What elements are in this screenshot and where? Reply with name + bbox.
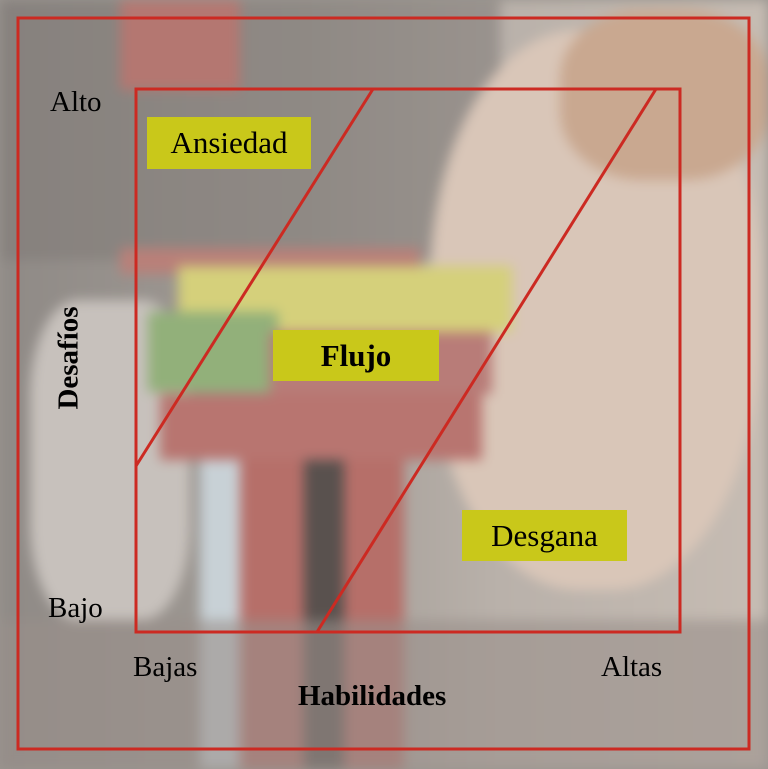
outer-frame [16,16,751,751]
y-axis-high-label: Alto [50,86,102,118]
x-axis-title: Habilidades [298,680,447,712]
boredom-label: Desgana [462,510,627,561]
x-axis-low-label: Bajas [133,651,198,683]
y-axis-low-label: Bajo [48,592,103,624]
upper-diagonal [134,88,375,467]
inner-frame [134,87,682,634]
x-axis-high-label: Altas [601,651,663,683]
flow-label: Flujo [273,330,439,381]
y-axis-title: Desafíos [52,306,85,410]
anxiety-label: Ansiedad [147,117,311,169]
lower-diagonal [315,88,658,633]
